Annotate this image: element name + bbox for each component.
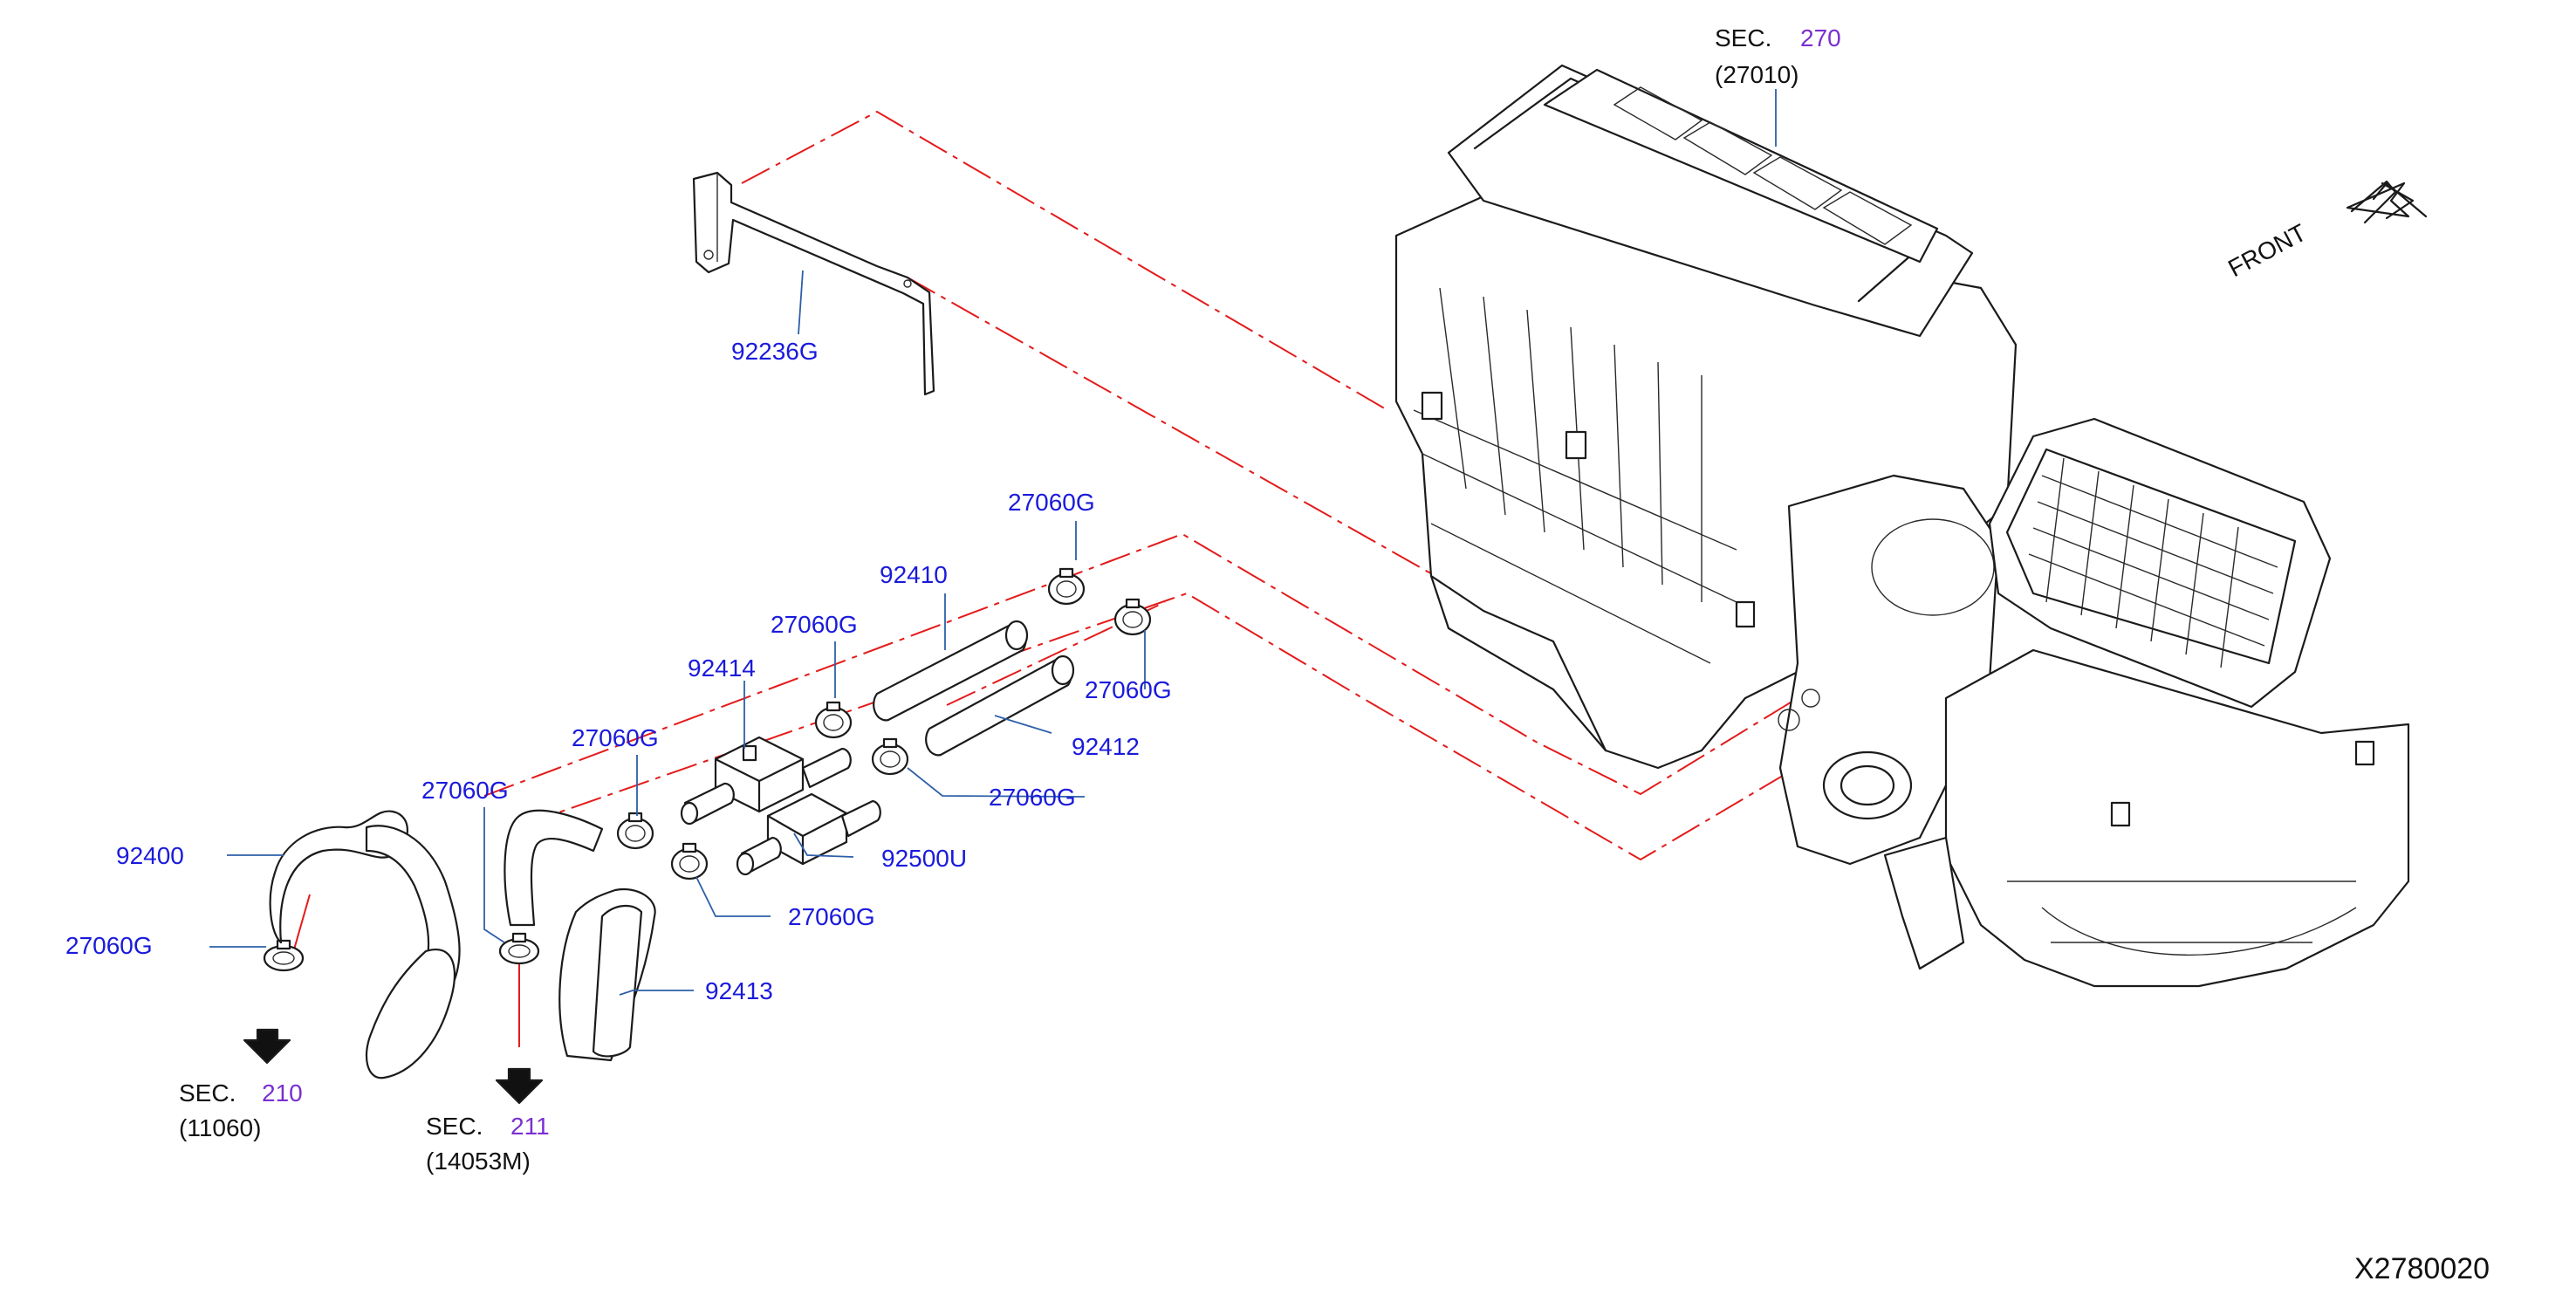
- front-label: FRONT: [2223, 219, 2311, 283]
- hose-92412[interactable]: [925, 654, 1075, 757]
- engine-arrow-icon: [243, 1028, 291, 1065]
- clamp-27060G[interactable]: [616, 812, 654, 850]
- valve-92414[interactable]: [680, 736, 852, 826]
- sec-number: 211: [510, 1113, 550, 1140]
- section-ref-211[interactable]: SEC. 211 (14053M): [426, 1113, 550, 1175]
- sec-ref: (27010): [1715, 61, 1799, 88]
- label-27060G: 27060G: [1008, 489, 1095, 516]
- section-ref-270[interactable]: SEC. 270 (27010): [1715, 24, 1841, 88]
- clamp-27060G[interactable]: [263, 939, 305, 972]
- clamps: [263, 567, 1152, 972]
- label-92400: 92400: [116, 842, 184, 869]
- label-27060G: 27060G: [989, 784, 1076, 811]
- front-arrow-icon: [2346, 180, 2428, 224]
- hose-92413[interactable]: [504, 809, 656, 1062]
- label-27060G: 27060G: [65, 932, 153, 959]
- label-27060G: 27060G: [788, 903, 875, 930]
- engine-arrow-icon: [495, 1067, 544, 1105]
- assembly-phantom-lines: [291, 110, 1812, 1047]
- label-27060G: 27060G: [771, 611, 858, 638]
- sec-prefix: SEC.: [426, 1113, 483, 1140]
- sec-prefix: SEC.: [179, 1079, 236, 1107]
- label-92500U: 92500U: [881, 845, 967, 872]
- label-92410: 92410: [880, 561, 948, 588]
- sec-ref: (11060): [179, 1114, 261, 1141]
- clamp-27060G[interactable]: [498, 932, 540, 965]
- sec-number: 270: [1800, 24, 1841, 51]
- sec-ref: (14053M): [426, 1148, 531, 1175]
- label-27060G: 27060G: [572, 724, 659, 751]
- label-92412: 92412: [1072, 733, 1140, 760]
- clamp-27060G[interactable]: [871, 737, 909, 776]
- bracket-92236G[interactable]: [692, 171, 935, 396]
- hose-92400[interactable]: [269, 810, 461, 1079]
- leader-lines: [209, 89, 1777, 996]
- label-92236G: 92236G: [731, 338, 819, 365]
- label-27060G: 27060G: [421, 777, 509, 804]
- clamp-27060G[interactable]: [670, 842, 709, 880]
- label-27060G: 27060G: [1085, 676, 1172, 703]
- intake-grid: [2028, 457, 2278, 668]
- hose-92410[interactable]: [873, 620, 1029, 722]
- valve-92500U[interactable]: [736, 792, 881, 876]
- clamp-27060G[interactable]: [1047, 567, 1086, 606]
- sec-prefix: SEC.: [1715, 24, 1771, 51]
- label-92413: 92413: [705, 977, 773, 1004]
- sec-number: 210: [262, 1079, 303, 1107]
- label-92414: 92414: [688, 654, 756, 682]
- heater-unit-assembly[interactable]: [1394, 64, 2410, 988]
- clamp-27060G[interactable]: [1113, 598, 1152, 636]
- section-ref-210[interactable]: SEC. 210 (11060): [179, 1079, 303, 1141]
- clamp-27060G[interactable]: [814, 701, 853, 739]
- diagram-id: X2780020: [2354, 1252, 2490, 1285]
